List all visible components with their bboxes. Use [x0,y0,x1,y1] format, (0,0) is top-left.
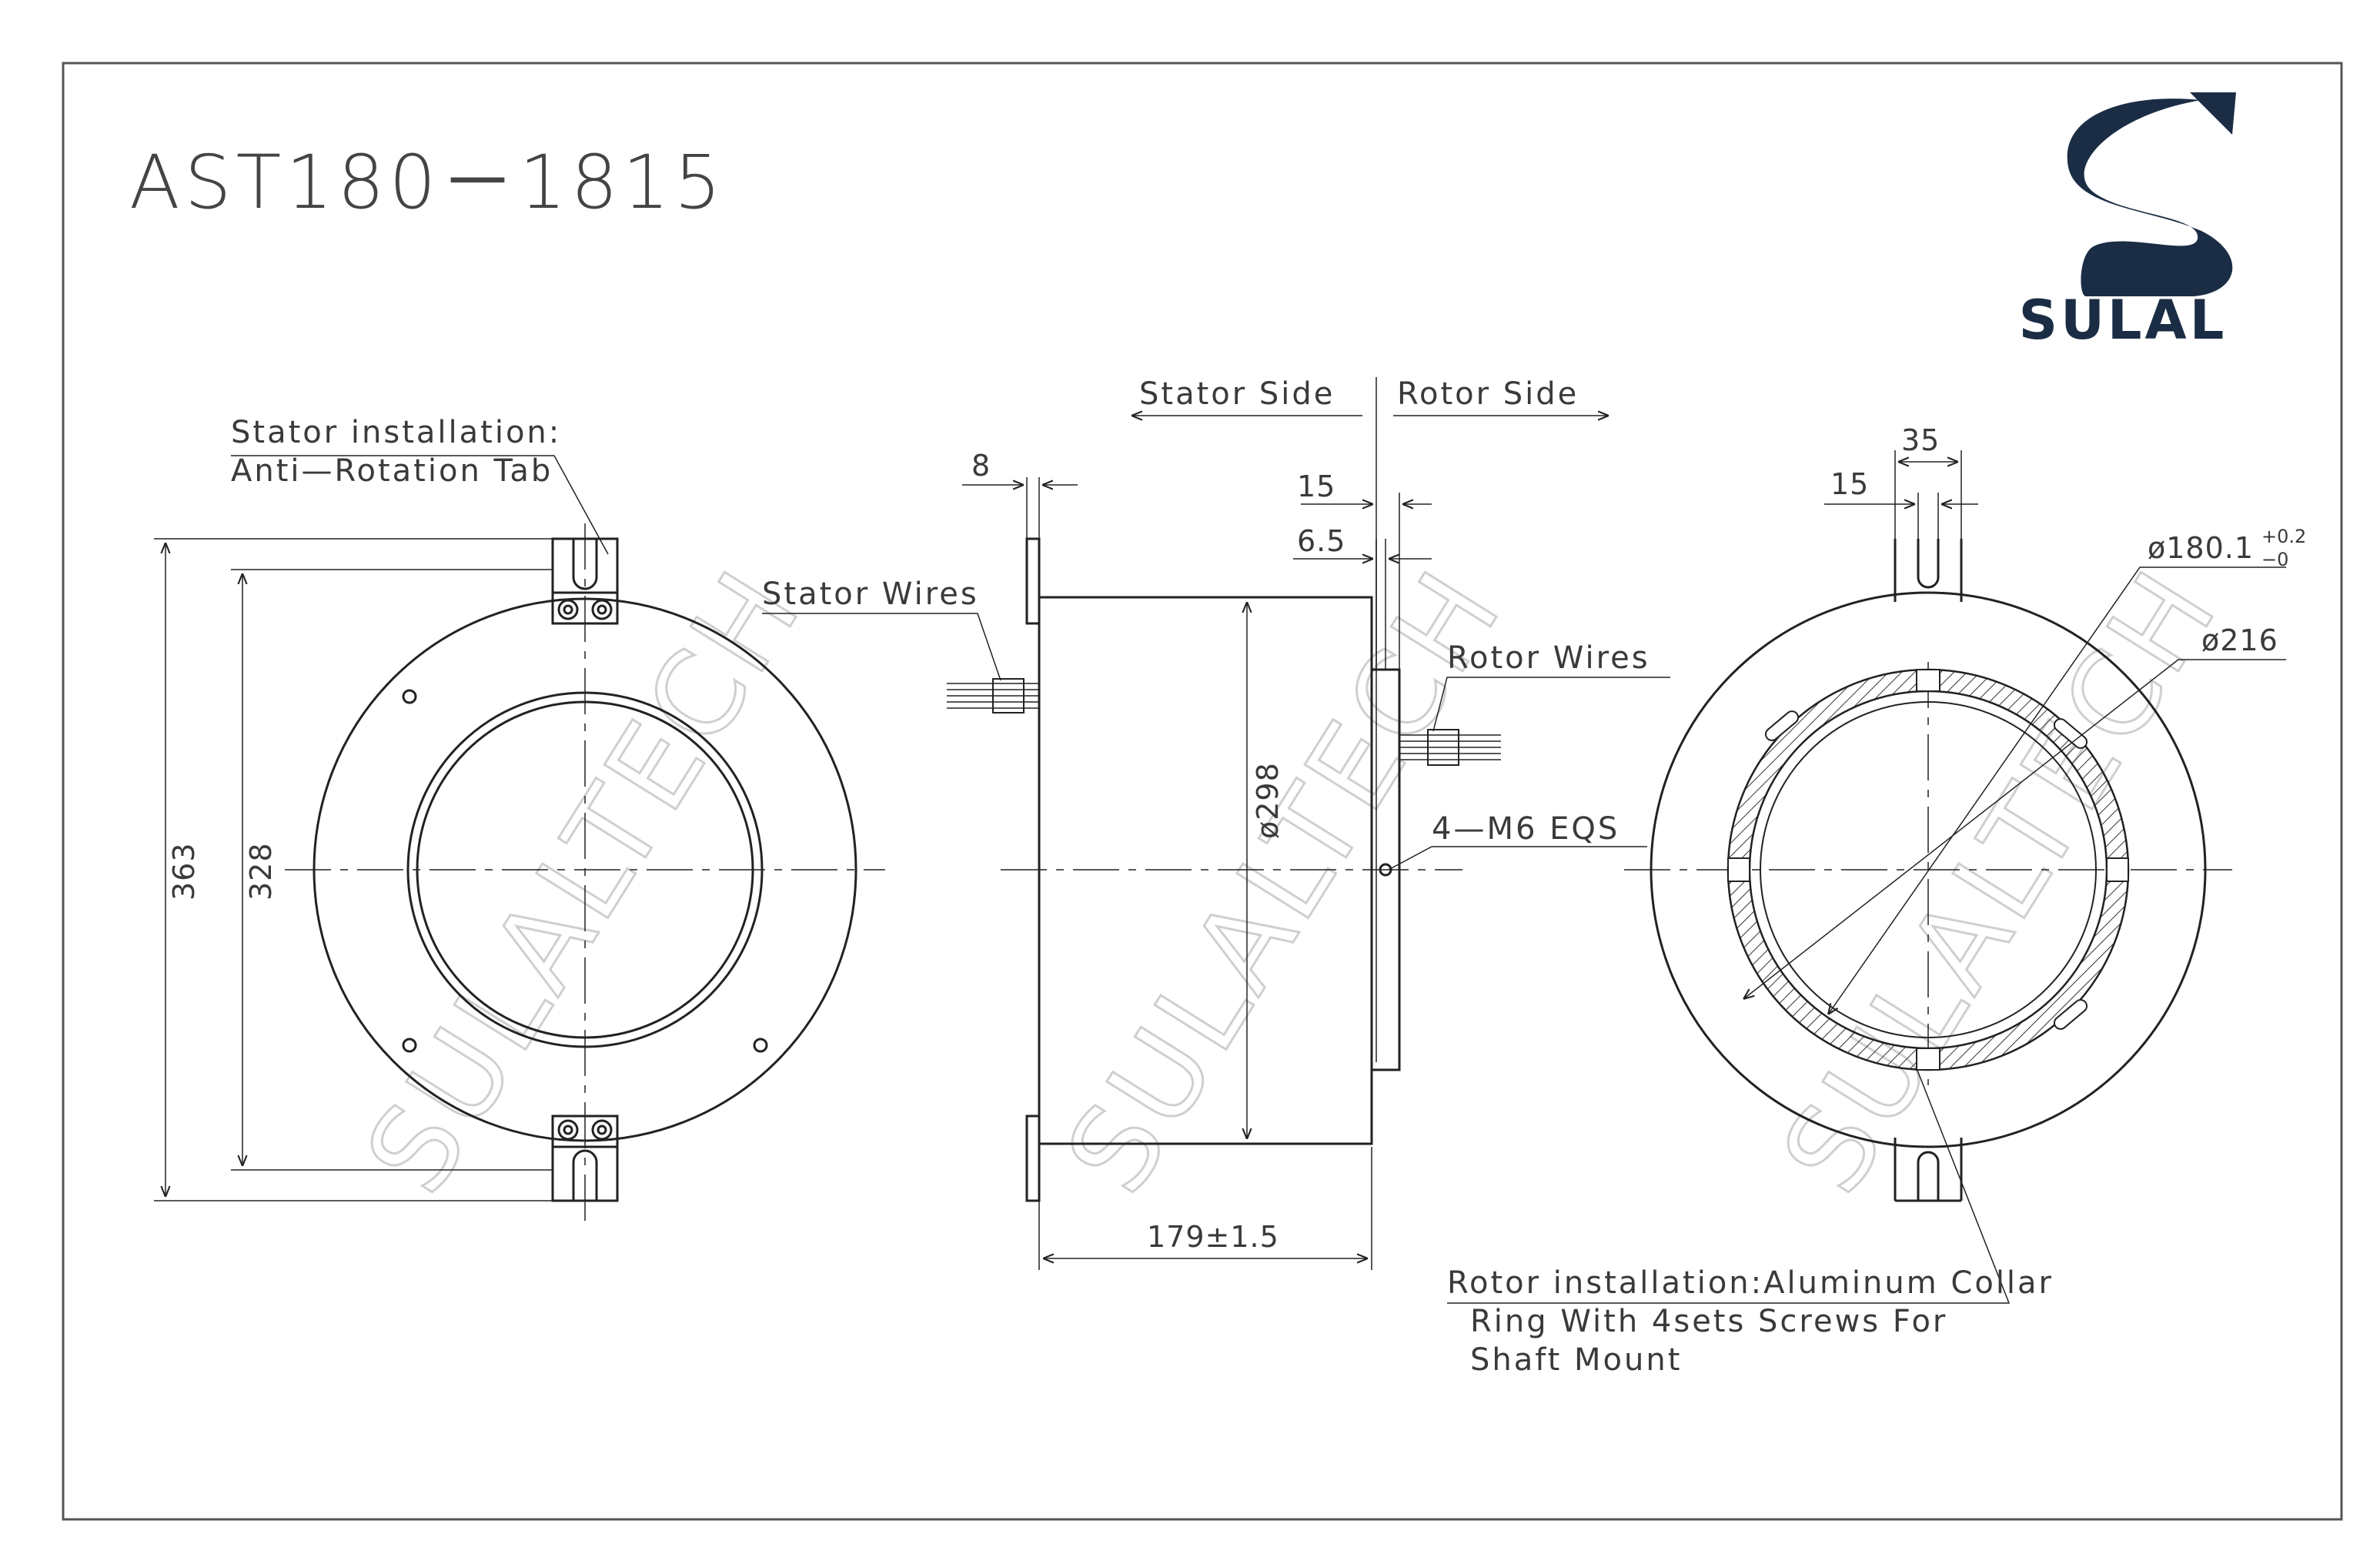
front-bore-outer [406,691,764,1048]
rotor-wires-label: Rotor Wires [1447,640,1650,676]
front-dim-328 [231,569,553,1171]
stator-side-label: Stator Side [1139,376,1335,412]
stator-flange-bottom [1025,1115,1041,1202]
front-view [154,455,885,1224]
stator-wires-label: Stator Wires [762,576,979,612]
bore-dim-label: ø180.1 [2148,531,2254,565]
side-dim-6-5 [1293,539,1432,670]
front-outer-circle [313,597,857,1142]
side-dim-179-label: 179±1.5 [1147,1220,1279,1254]
rear-dim-35-label: 35 [1901,423,1940,457]
bore-tol-lower: −0 [2261,549,2288,570]
front-callout-line1: Stator installation: [231,415,561,450]
rear-tab-bottom [1894,1138,1963,1202]
side-dim-298-label: ø298 [1251,762,1285,839]
collar-leader [1743,659,2286,999]
collar-dim-label: ø216 [2201,623,2278,657]
side-dim-179 [1038,1147,1372,1270]
rear-dim-15-label: 15 [1830,467,1869,501]
side-dim-6-5-label: 6.5 [1297,524,1345,558]
rotor-callout-line2: Ring With 4sets Screws For [1470,1304,1947,1339]
front-dim-363 [154,538,553,1201]
watermark-right: SULALTECH [1757,546,2245,1215]
front-bore-inner [416,700,754,1039]
front-dim-363-label: 363 [167,842,201,901]
bore-leader [1828,566,2286,1014]
side-dim-8 [962,477,1078,539]
sheet-border [62,62,2343,1521]
front-tab-bottom [551,1115,619,1202]
bore-tol-upper: +0.2 [2261,526,2306,547]
rotor-callout-leader [1447,1068,2011,1304]
logo-s-mark [2067,99,2233,297]
side-dim-15-label: 15 [1297,470,1335,503]
rear-outer-circle [1650,591,2207,1148]
side-view [762,377,1670,1270]
stator-wires [947,678,1039,713]
rotor-callout-line3: Shaft Mount [1470,1342,1682,1378]
rear-tab-top [1894,539,1963,602]
watermarks: SULALTECH SULALTECH SULALTECH [339,546,2245,1217]
front-tab-top [551,537,619,625]
side-dim-8-label: 8 [971,449,991,483]
rear-dim-15 [1824,493,1978,539]
rear-view [1447,450,2286,1304]
brand-name: SULAL [2019,289,2228,352]
stator-wires-leader [762,613,1001,681]
rear-dim-35 [1894,450,1962,539]
rotor-callout-line1: Rotor installation:Aluminum Collar [1447,1265,2054,1301]
m6-screw [1379,863,1392,877]
thread-leader [1388,846,1647,871]
side-dim-15 [1301,493,1432,670]
thread-label: 4—M6 EQS [1432,811,1620,847]
sulal-logo: SULAL [2019,92,2236,352]
front-callout-leader [231,455,609,555]
drawing-title: AST180－1815 [129,139,726,226]
rotor-side-label: Rotor Side [1397,376,1579,412]
rear-bore [1760,701,2097,1038]
rotor-wires-leader [1432,677,1670,732]
rotor-wires [1399,729,1501,766]
front-callout-line2: Anti—Rotation Tab [231,453,553,489]
front-dim-328-label: 328 [244,842,278,901]
stator-flange-top [1025,537,1041,625]
